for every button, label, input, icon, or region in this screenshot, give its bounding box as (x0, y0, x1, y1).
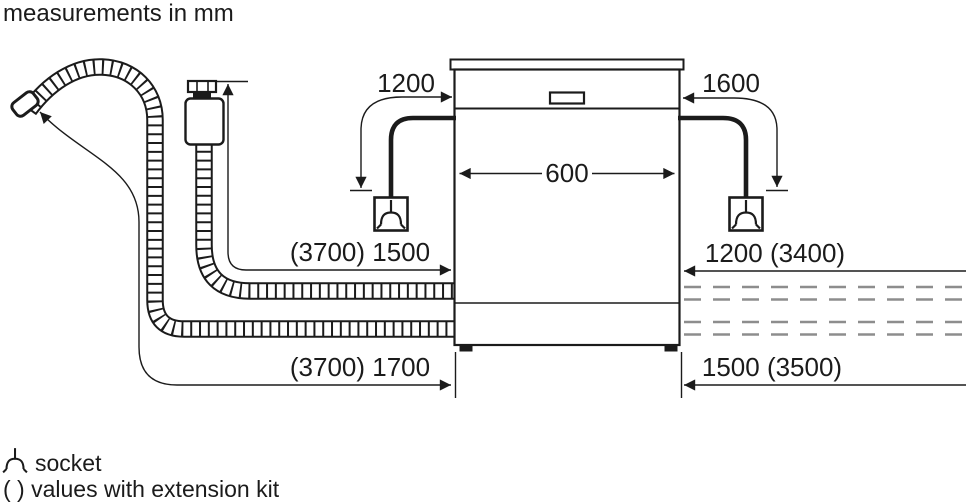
power-cords (388, 115, 749, 198)
drain-hose-end-cap (10, 90, 40, 118)
dim-line-1700 (39, 111, 451, 391)
legend-socket-label: socket (35, 450, 102, 476)
aquastop-collar (193, 92, 211, 99)
legend: socket ( ) values with extension kit (2, 447, 280, 502)
aquastop-valve (184, 79, 225, 146)
power-cord-left (388, 115, 456, 197)
door-handle (548, 91, 586, 105)
socket-icon-left (373, 196, 409, 232)
foot-left (459, 345, 473, 352)
legend-values-label: ( ) values with extension kit (3, 476, 280, 502)
dim-label-1200: 1200 (377, 68, 435, 98)
dim-line-1600 (683, 92, 783, 187)
dim-line-1200 (355, 91, 452, 188)
worktop (449, 58, 685, 71)
dishwasher-outline (453, 68, 681, 347)
dim-label-1700: (3700) 1700 (290, 352, 430, 382)
power-cord-right (678, 115, 749, 198)
foot-right (664, 345, 678, 352)
aquastop-cap-nut (186, 79, 218, 94)
drain-hose (10, 58, 456, 338)
dim-label-3400: 1200 (3400) (705, 238, 845, 268)
dashed-extension-lines (684, 285, 966, 336)
dim-label-600: 600 (545, 158, 588, 188)
aquastop-body (184, 97, 225, 146)
dim-label-1600: 1600 (702, 68, 760, 98)
dim-label-1500: (3700) 1500 (290, 237, 430, 267)
dim-label-3500: 1500 (3500) (702, 352, 842, 382)
supply-hose (195, 142, 456, 300)
dishwasher (449, 58, 685, 352)
socket-icon-right (728, 196, 764, 232)
legend-socket-icon (2, 447, 28, 474)
page-title: measurements in mm (3, 0, 234, 27)
